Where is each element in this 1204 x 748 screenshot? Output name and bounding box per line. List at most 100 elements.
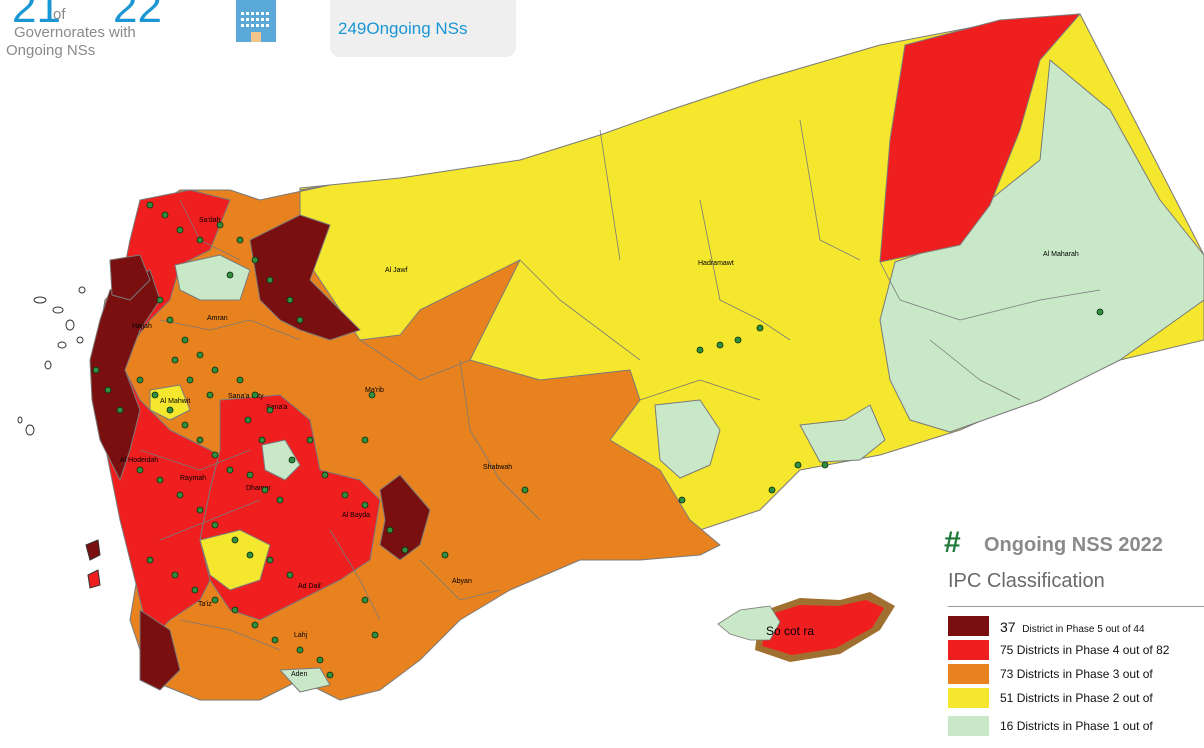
nss-marker — [266, 556, 274, 564]
nss-marker — [196, 351, 204, 359]
nss-marker — [236, 236, 244, 244]
nss-marker — [276, 496, 284, 504]
region-phase1-hadramawt-west — [654, 399, 721, 479]
nss-marker — [734, 336, 742, 344]
nss-marker — [296, 316, 304, 324]
nss-marker — [216, 221, 224, 229]
nss-marker — [246, 471, 254, 479]
nss-marker — [306, 436, 314, 444]
nss-marker — [441, 551, 449, 559]
governorates-count: 21 — [12, 0, 61, 32]
nss-marker — [161, 211, 169, 219]
socotra-island — [717, 592, 895, 662]
nss-marker — [231, 536, 239, 544]
nss-marker — [261, 486, 269, 494]
nss-marker — [716, 341, 724, 349]
nss-marker — [251, 256, 259, 264]
legend-swatch-phase5 — [948, 616, 989, 636]
building-icon — [235, 0, 277, 42]
region-phase1-amran — [174, 254, 251, 301]
nss-marker — [211, 366, 219, 374]
nss-marker — [151, 391, 159, 399]
nss-marker — [266, 276, 274, 284]
region-phase2-mahwit — [149, 384, 191, 421]
label-marib: Ma'rib — [365, 387, 384, 394]
nss-marker — [191, 586, 199, 594]
nss-marker — [258, 436, 266, 444]
nss-marker — [236, 376, 244, 384]
nss-marker — [136, 466, 144, 474]
nss-marker — [186, 376, 194, 384]
governorates-total: 22 — [113, 0, 162, 32]
region-phase4-hadramawt-north — [879, 13, 1081, 263]
nss-marker — [246, 551, 254, 559]
label-sadah: Sa'dah — [199, 217, 221, 224]
nss-marker — [361, 596, 369, 604]
nss-marker — [251, 391, 259, 399]
nss-marker — [231, 606, 239, 614]
nss-marker — [286, 571, 294, 579]
label-lahj: Lahj — [294, 632, 308, 639]
hash-icon: # — [944, 526, 961, 559]
nss-marker — [206, 391, 214, 399]
nss-marker — [361, 501, 369, 509]
nss-marker — [136, 376, 144, 384]
nss-markers — [92, 201, 1104, 679]
nss-marker — [271, 636, 279, 644]
ongoing-count: 249 — [338, 19, 367, 38]
nss-marker — [244, 416, 252, 424]
nss-marker — [296, 646, 304, 654]
nss-marker — [166, 316, 174, 324]
nss-marker — [211, 451, 219, 459]
label-hadramawt: Hadramawt — [698, 260, 734, 267]
legend-subtitle: IPC Classification — [948, 570, 1105, 592]
label-shabwah: Shabwah — [483, 464, 512, 471]
nss-marker — [768, 486, 776, 494]
region-phase1-dhamar — [261, 439, 301, 481]
nss-marker — [756, 324, 764, 332]
nss-marker — [156, 476, 164, 484]
governorates-label-line2: Ongoing NSs — [6, 42, 96, 59]
nss-marker — [171, 571, 179, 579]
label-hajjah: Hajjah — [132, 323, 152, 330]
nss-marker — [401, 546, 409, 554]
legend-divider — [948, 606, 1204, 607]
governorates-stat: 21 of 22 Governorates with Ongoing NSs — [0, 0, 175, 70]
label-raymah: Raymah — [180, 475, 206, 482]
nss-marker — [286, 296, 294, 304]
nss-marker — [678, 496, 686, 504]
label-socotra: So cot ra — [766, 624, 814, 638]
label-al-bayda: Al Bayda — [342, 512, 370, 519]
region-phase2-taiz — [199, 529, 271, 591]
nss-marker — [226, 466, 234, 474]
nss-marker — [176, 226, 184, 234]
nss-marker — [146, 201, 154, 209]
nss-marker — [176, 491, 184, 499]
label-sanaa: Sana'a — [266, 404, 288, 411]
label-sanaa-city: Sana'a City — [228, 393, 264, 400]
of-word: of — [53, 6, 66, 23]
governorates-label-line1: Governorates with — [14, 24, 136, 41]
nss-marker — [196, 236, 204, 244]
nss-marker — [1096, 308, 1104, 316]
nss-marker — [361, 436, 369, 444]
nss-marker — [794, 461, 802, 469]
nss-marker — [368, 391, 376, 399]
region-phase1-hadramawt-coast — [799, 404, 886, 463]
southern-islands — [85, 539, 101, 589]
label-al-maharah: Al Maharah — [1043, 251, 1079, 258]
nss-marker — [326, 671, 334, 679]
nss-marker — [226, 271, 234, 279]
nss-marker — [341, 491, 349, 499]
region-phase5-south-coast — [139, 609, 181, 691]
nss-marker — [171, 356, 179, 364]
ongoing-nss-card: 249Ongoing NSs — [330, 0, 516, 57]
nss-marker — [316, 656, 324, 664]
nss-marker — [196, 436, 204, 444]
nss-marker — [166, 406, 174, 414]
nss-marker — [146, 556, 154, 564]
label-al-mahwit: Al Mahwit — [160, 398, 190, 405]
region-phase5-bayda — [379, 474, 431, 561]
legend-swatch-phase3 — [948, 664, 989, 684]
label-taiz: Ta'iz — [198, 601, 212, 608]
